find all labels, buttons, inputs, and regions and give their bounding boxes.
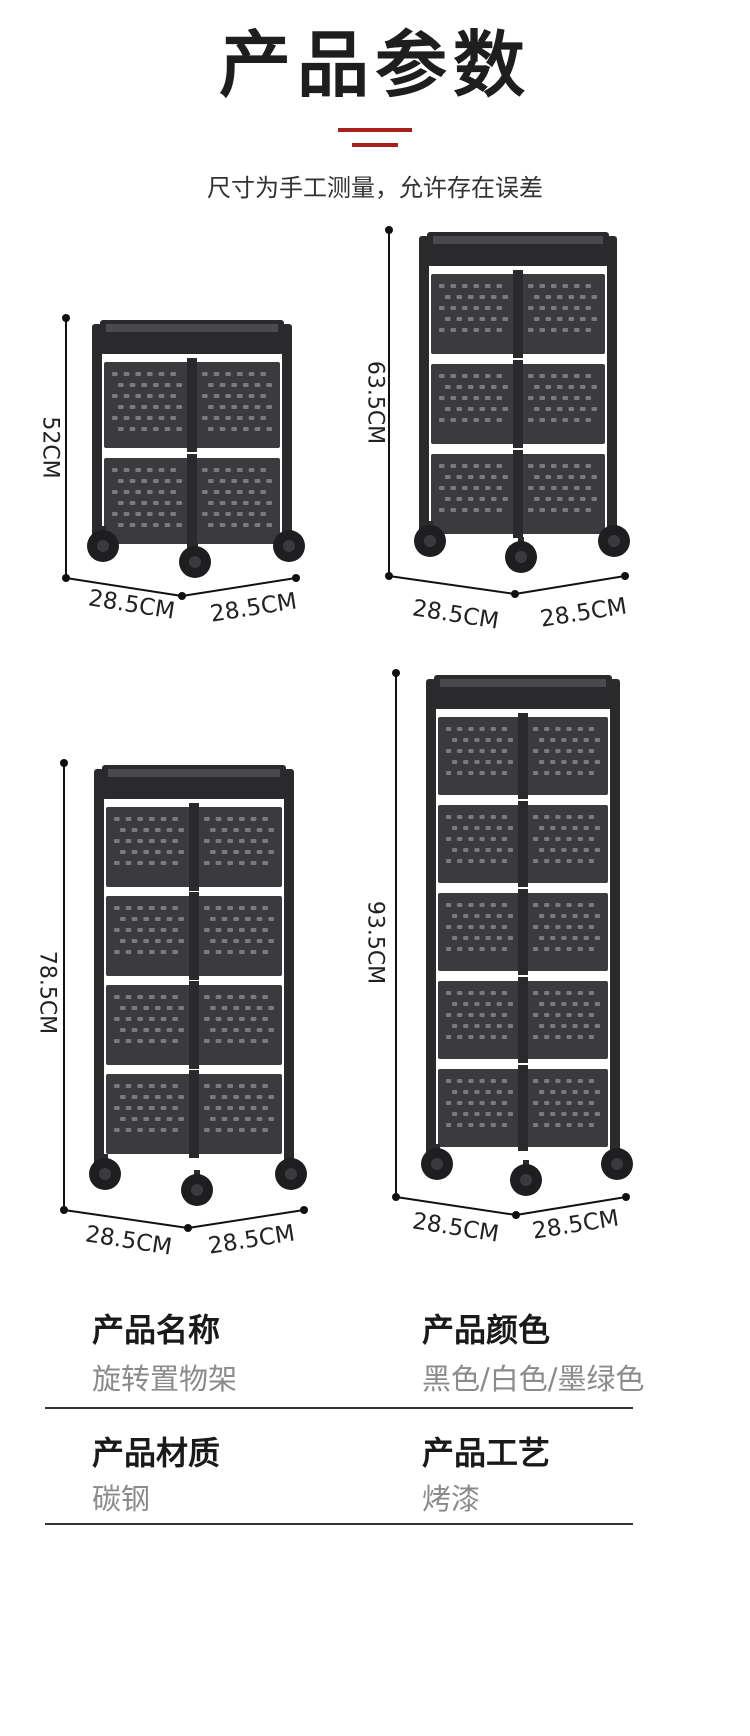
spec-color-value: 黑色/白色/墨绿色	[422, 1362, 645, 1396]
spec-divider	[45, 1523, 633, 1525]
spec-color-label: 产品颜色	[422, 1311, 551, 1349]
depth-dimension-left: 28.5CM	[83, 1221, 174, 1261]
spec-name-label: 产品名称	[92, 1311, 221, 1349]
spec-divider	[45, 1407, 633, 1409]
height-dimension-label: 93.5CM	[362, 900, 388, 985]
spec-craft-value: 烤漆	[422, 1482, 481, 1516]
spec-name-value: 旋转置物架	[92, 1362, 238, 1396]
page-title: 产品参数	[218, 23, 531, 107]
rack-5-tier-image	[392, 669, 633, 1219]
rack-2-tier-image	[62, 314, 305, 600]
depth-dimension-right: 28.5CM	[208, 588, 299, 628]
rack-3-tier-image	[385, 226, 630, 598]
rack-4-tier-image	[60, 759, 308, 1232]
height-dimension-label: 63.5CM	[362, 360, 388, 445]
spec-material-value: 碳钢	[92, 1482, 151, 1516]
title-underline-decoration	[338, 128, 412, 147]
height-dimension-label: 52CM	[37, 416, 63, 479]
depth-dimension-left: 28.5CM	[410, 595, 501, 635]
spec-craft-label: 产品工艺	[422, 1434, 551, 1472]
depth-dimension-right: 28.5CM	[538, 593, 629, 633]
depth-dimension-left: 28.5CM	[86, 585, 177, 625]
depth-dimension-right: 28.5CM	[206, 1220, 297, 1260]
measurement-note: 尺寸为手工测量，允许存在误差	[207, 174, 543, 202]
height-dimension-label: 78.5CM	[34, 950, 60, 1035]
spec-material-label: 产品材质	[92, 1434, 221, 1472]
